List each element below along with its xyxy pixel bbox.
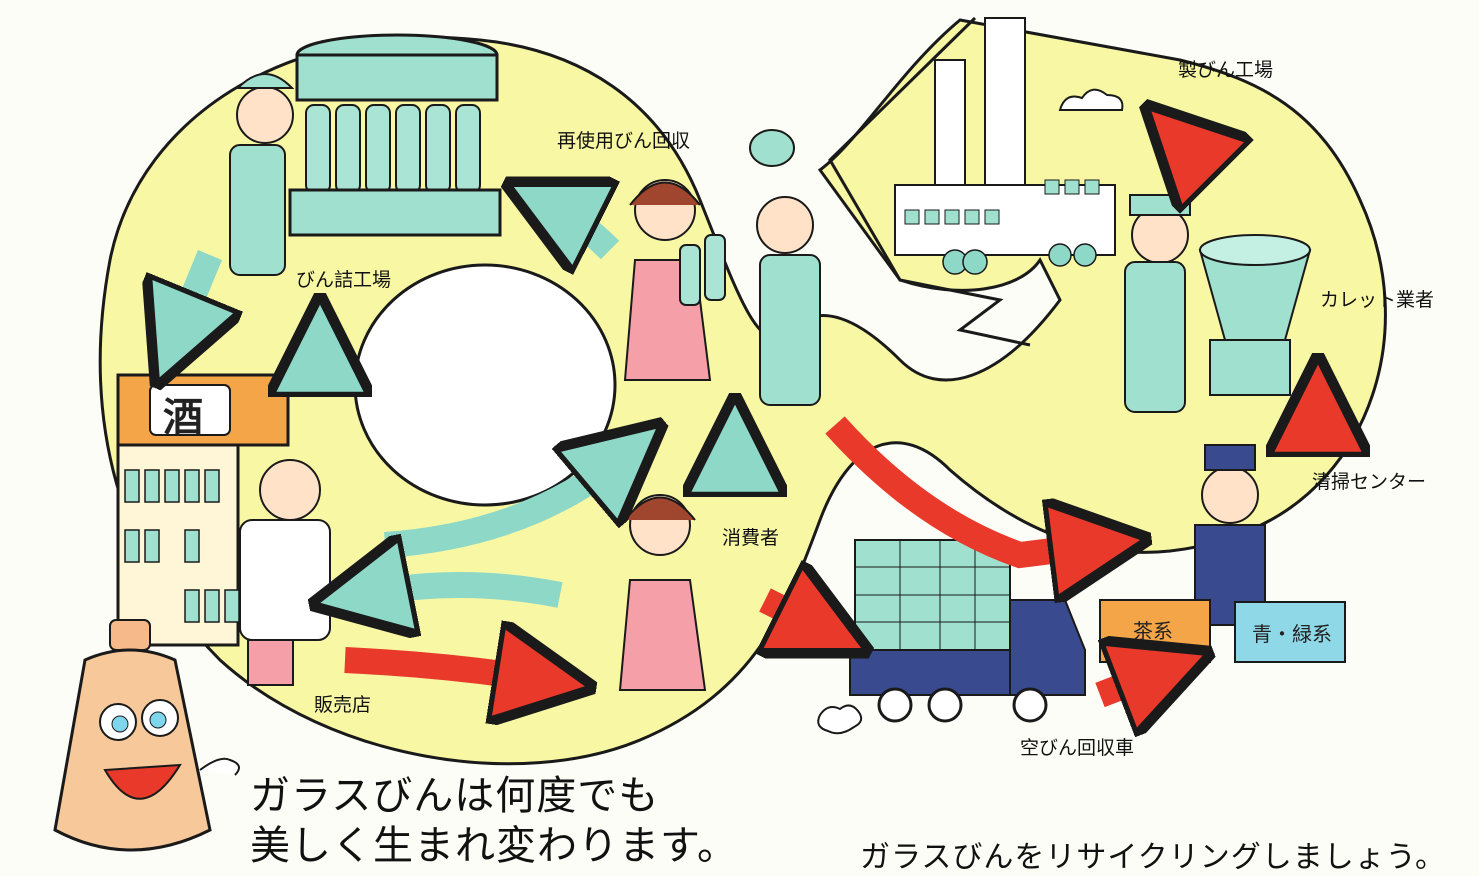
red-arrow bbox=[1180, 140, 1215, 175]
red-arrow bbox=[1095, 670, 1165, 695]
bottle-mascot-icon bbox=[53, 619, 240, 852]
label-bottle-factory: 製びん工場 bbox=[1178, 59, 1274, 81]
blue-green-bin-label: 青・緑系 bbox=[1252, 622, 1332, 646]
label-retail-store: 販売店 bbox=[314, 694, 372, 716]
headline-line2: 美しく生まれ変わります。 bbox=[250, 823, 738, 869]
reuse-collection-illustration bbox=[623, 129, 821, 406]
label-cleaning-center: 清掃センター bbox=[1312, 471, 1427, 493]
factory-icon bbox=[894, 17, 1124, 275]
headline-line1: ガラスびんは何度でも bbox=[250, 773, 660, 819]
bottle-row bbox=[305, 104, 481, 194]
slogan: ガラスびんをリサイクリングしましょう。 bbox=[860, 840, 1446, 875]
cloud-icon bbox=[1058, 88, 1124, 111]
teal-arrow bbox=[360, 585, 563, 595]
liquor-store-sign: 酒 bbox=[163, 394, 203, 441]
label-reuse-collection: 再使用びん回収 bbox=[557, 130, 691, 152]
red-arrow bbox=[825, 416, 1100, 555]
label-cullet-dealer: カレット業者 bbox=[1320, 289, 1435, 311]
red-arrows bbox=[344, 140, 1318, 695]
loop-inner-hole bbox=[353, 263, 617, 507]
brown-bin-label: 茶系 bbox=[1133, 619, 1173, 643]
label-consumer: 消費者 bbox=[722, 527, 780, 549]
red-arrow bbox=[765, 600, 825, 630]
label-bottling-plant: びん詰工場 bbox=[296, 269, 392, 291]
teal-arrows bbox=[175, 205, 735, 595]
truck-icon bbox=[849, 539, 1086, 723]
red-arrow bbox=[344, 660, 545, 680]
label-empty-bottle-truck: 空びん回収車 bbox=[1020, 737, 1135, 759]
teal-arrow bbox=[175, 250, 210, 340]
blue-green-bin bbox=[1234, 601, 1346, 663]
bottling-plant-illustration bbox=[229, 33, 502, 276]
teal-arrow bbox=[550, 205, 610, 250]
